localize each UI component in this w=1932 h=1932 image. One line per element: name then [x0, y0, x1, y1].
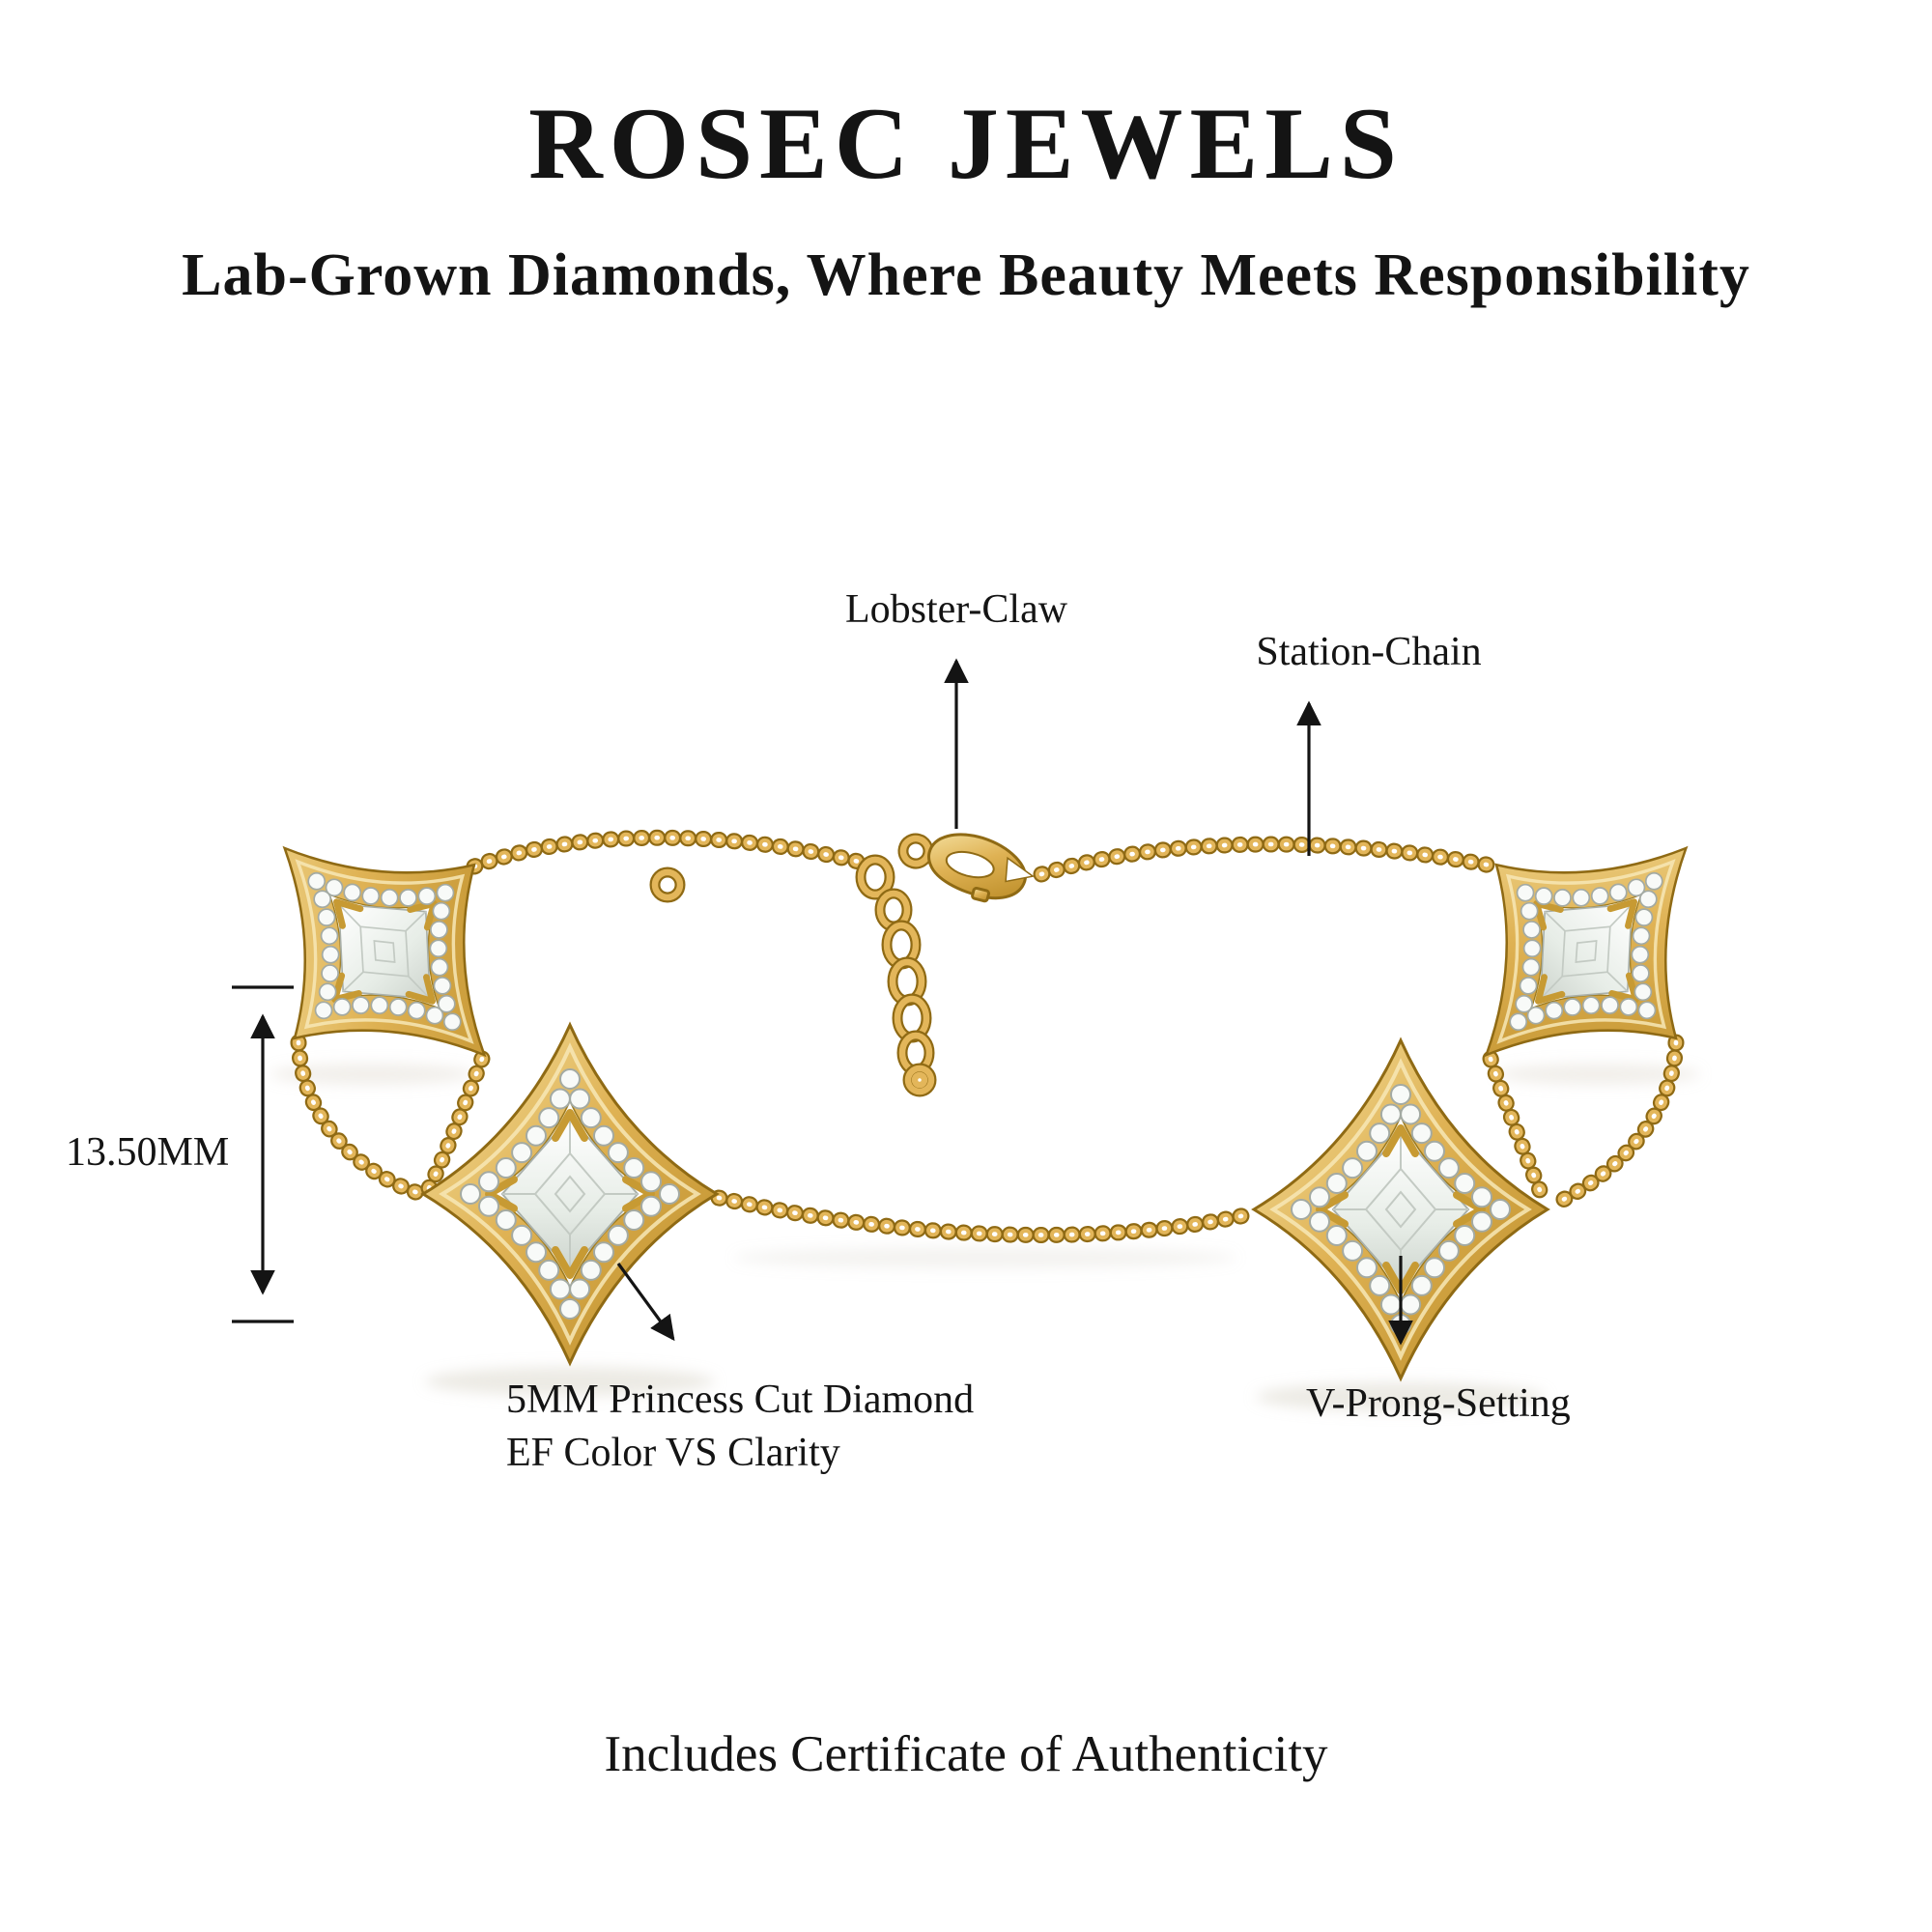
- station-right-outer: [1484, 845, 1689, 1058]
- bracelet-chain: [290, 829, 1685, 1243]
- certificate-note: Includes Certificate of Authenticity: [604, 1726, 1328, 1782]
- v-prongs: [331, 898, 438, 1005]
- label-dimension: 13.50MM: [66, 1130, 230, 1175]
- station-left-outer: [282, 845, 487, 1058]
- princess-diamond: [1539, 903, 1634, 1000]
- label-diamond-spec-line2: EF Color VS Clarity: [506, 1431, 840, 1476]
- clasp-and-extender: [649, 833, 1036, 1097]
- station-right: [1251, 1037, 1550, 1382]
- extender-chain: [649, 854, 935, 1076]
- station-left: [420, 1021, 720, 1367]
- label-v-prong-setting: V-Prong-Setting: [1306, 1381, 1571, 1426]
- label-station-chain: Station-Chain: [1256, 630, 1482, 674]
- soft-shadows: [270, 1064, 1700, 1411]
- v-prongs: [1533, 898, 1639, 1005]
- lobster-clasp: [897, 833, 1036, 903]
- brand-title: ROSEC JEWELS: [528, 87, 1404, 200]
- label-diamond-spec: 5MM Princess Cut Diamond EF Color VS Cla…: [506, 1374, 974, 1481]
- diamond-arrow: [616, 1263, 675, 1342]
- brand-tagline: Lab-Grown Diamonds, Where Beauty Meets R…: [182, 242, 1750, 308]
- label-diamond-spec-line1: 5MM Princess Cut Diamond: [506, 1378, 975, 1422]
- v-prongs: [485, 1109, 655, 1279]
- diamond-stations: [282, 845, 1689, 1382]
- label-lobster-claw: Lobster-Claw: [844, 587, 1068, 632]
- annotation-arrows: [232, 658, 1413, 1346]
